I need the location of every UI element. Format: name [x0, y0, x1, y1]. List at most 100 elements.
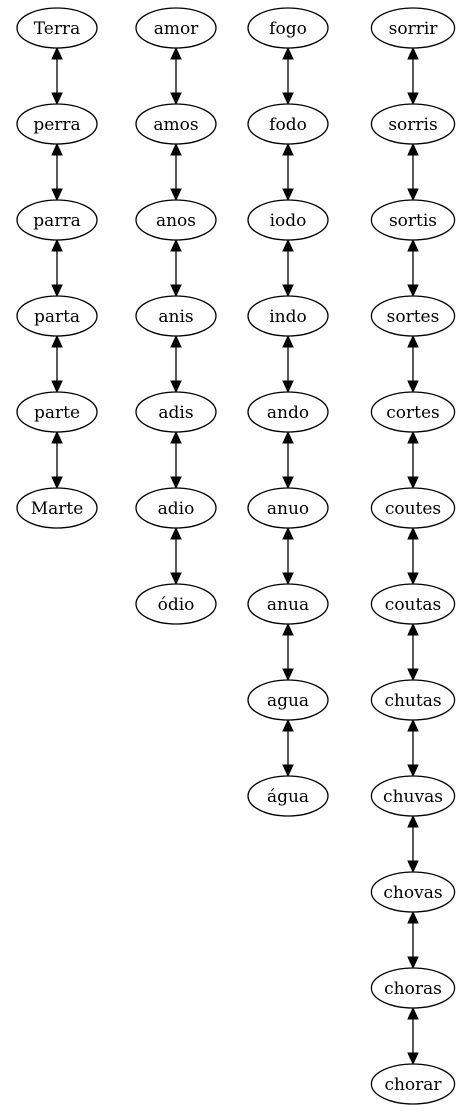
- node-ellipse: [135, 295, 217, 337]
- edge-1-1: [51, 46, 63, 106]
- node-ellipse: [370, 391, 456, 433]
- arrow-up-icon: [407, 430, 419, 444]
- node-ellipse: [16, 391, 98, 433]
- arrow-down-icon: [51, 188, 63, 202]
- arrow-up-icon: [51, 238, 63, 252]
- word-node: perra: [16, 103, 98, 145]
- node-ellipse: [135, 487, 217, 529]
- node-label: Marte: [31, 499, 84, 519]
- arrow-up-icon: [170, 430, 182, 444]
- node-ellipse: [16, 487, 98, 529]
- edge-2-2: [170, 142, 182, 202]
- arrow-down-icon: [51, 92, 63, 106]
- node-ellipse: [247, 391, 329, 433]
- arrow-up-icon: [282, 622, 294, 636]
- arrow-up-icon: [407, 142, 419, 156]
- word-node: parte: [16, 391, 98, 433]
- word-node: amor: [135, 7, 217, 49]
- node-ellipse: [135, 103, 217, 145]
- edge-4-6: [407, 526, 419, 586]
- edge-2-5: [170, 430, 182, 490]
- arrow-down-icon: [170, 188, 182, 202]
- node-label: chuvas: [383, 787, 443, 807]
- node-label: chutas: [384, 691, 441, 711]
- node-label: parte: [34, 403, 80, 423]
- word-node: anos: [135, 199, 217, 241]
- word-node: chutas: [370, 679, 456, 721]
- edge-4-5: [407, 430, 419, 490]
- node-ellipse: [370, 967, 456, 1009]
- arrow-up-icon: [282, 238, 294, 252]
- arrow-down-icon: [51, 476, 63, 490]
- arrow-down-icon: [170, 380, 182, 394]
- edge-4-1: [407, 46, 419, 106]
- arrow-up-icon: [51, 142, 63, 156]
- word-node: chuvas: [370, 775, 456, 817]
- node-ellipse: [247, 583, 329, 625]
- word-node: sorrir: [370, 7, 456, 49]
- arrow-down-icon: [282, 476, 294, 490]
- edge-1-4: [51, 334, 63, 394]
- node-label: anos: [156, 211, 196, 231]
- word-node: iodo: [247, 199, 329, 241]
- arrow-down-icon: [282, 380, 294, 394]
- node-ellipse: [370, 871, 456, 913]
- word-node: fogo: [247, 7, 329, 49]
- node-label: adio: [158, 499, 195, 519]
- arrow-up-icon: [170, 238, 182, 252]
- arrow-up-icon: [170, 526, 182, 540]
- arrow-down-icon: [282, 92, 294, 106]
- node-ellipse: [370, 487, 456, 529]
- edge-3-1: [282, 46, 294, 106]
- arrow-down-icon: [407, 956, 419, 970]
- word-node: anua: [247, 583, 329, 625]
- arrow-down-icon: [170, 572, 182, 586]
- word-node: Marte: [16, 487, 98, 529]
- arrow-up-icon: [282, 46, 294, 60]
- arrow-down-icon: [51, 380, 63, 394]
- arrow-up-icon: [51, 430, 63, 444]
- arrow-down-icon: [282, 668, 294, 682]
- edge-4-3: [407, 238, 419, 298]
- arrow-down-icon: [407, 572, 419, 586]
- edge-3-8: [282, 718, 294, 778]
- node-ellipse: [16, 199, 98, 241]
- edge-3-5: [282, 430, 294, 490]
- edge-3-6: [282, 526, 294, 586]
- word-node: Terra: [16, 7, 98, 49]
- node-label: sorris: [388, 115, 437, 135]
- arrow-up-icon: [282, 718, 294, 732]
- word-node: choras: [370, 967, 456, 1009]
- node-label: chorar: [384, 1075, 442, 1095]
- arrow-up-icon: [407, 1006, 419, 1020]
- node-label: chovas: [383, 883, 442, 903]
- word-node: ando: [247, 391, 329, 433]
- node-label: sorrir: [389, 19, 439, 39]
- edge-2-6: [170, 526, 182, 586]
- word-node: cortes: [370, 391, 456, 433]
- edge-2-3: [170, 238, 182, 298]
- node-label: sortis: [389, 211, 437, 231]
- edge-1-3: [51, 238, 63, 298]
- arrow-up-icon: [282, 334, 294, 348]
- arrow-up-icon: [51, 334, 63, 348]
- arrow-down-icon: [407, 92, 419, 106]
- word-node: sortes: [370, 295, 456, 337]
- word-node: amos: [135, 103, 217, 145]
- edge-4-11: [407, 1006, 419, 1066]
- arrow-up-icon: [51, 46, 63, 60]
- edge-4-9: [407, 814, 419, 874]
- node-label: adis: [158, 403, 193, 423]
- node-ellipse: [247, 103, 329, 145]
- arrow-down-icon: [282, 572, 294, 586]
- node-label: coutes: [385, 499, 441, 519]
- word-node: coutas: [370, 583, 456, 625]
- edge-3-2: [282, 142, 294, 202]
- arrow-up-icon: [407, 526, 419, 540]
- node-ellipse: [247, 199, 329, 241]
- node-ellipse: [16, 103, 98, 145]
- node-label: indo: [269, 307, 307, 327]
- node-label: Terra: [34, 19, 80, 39]
